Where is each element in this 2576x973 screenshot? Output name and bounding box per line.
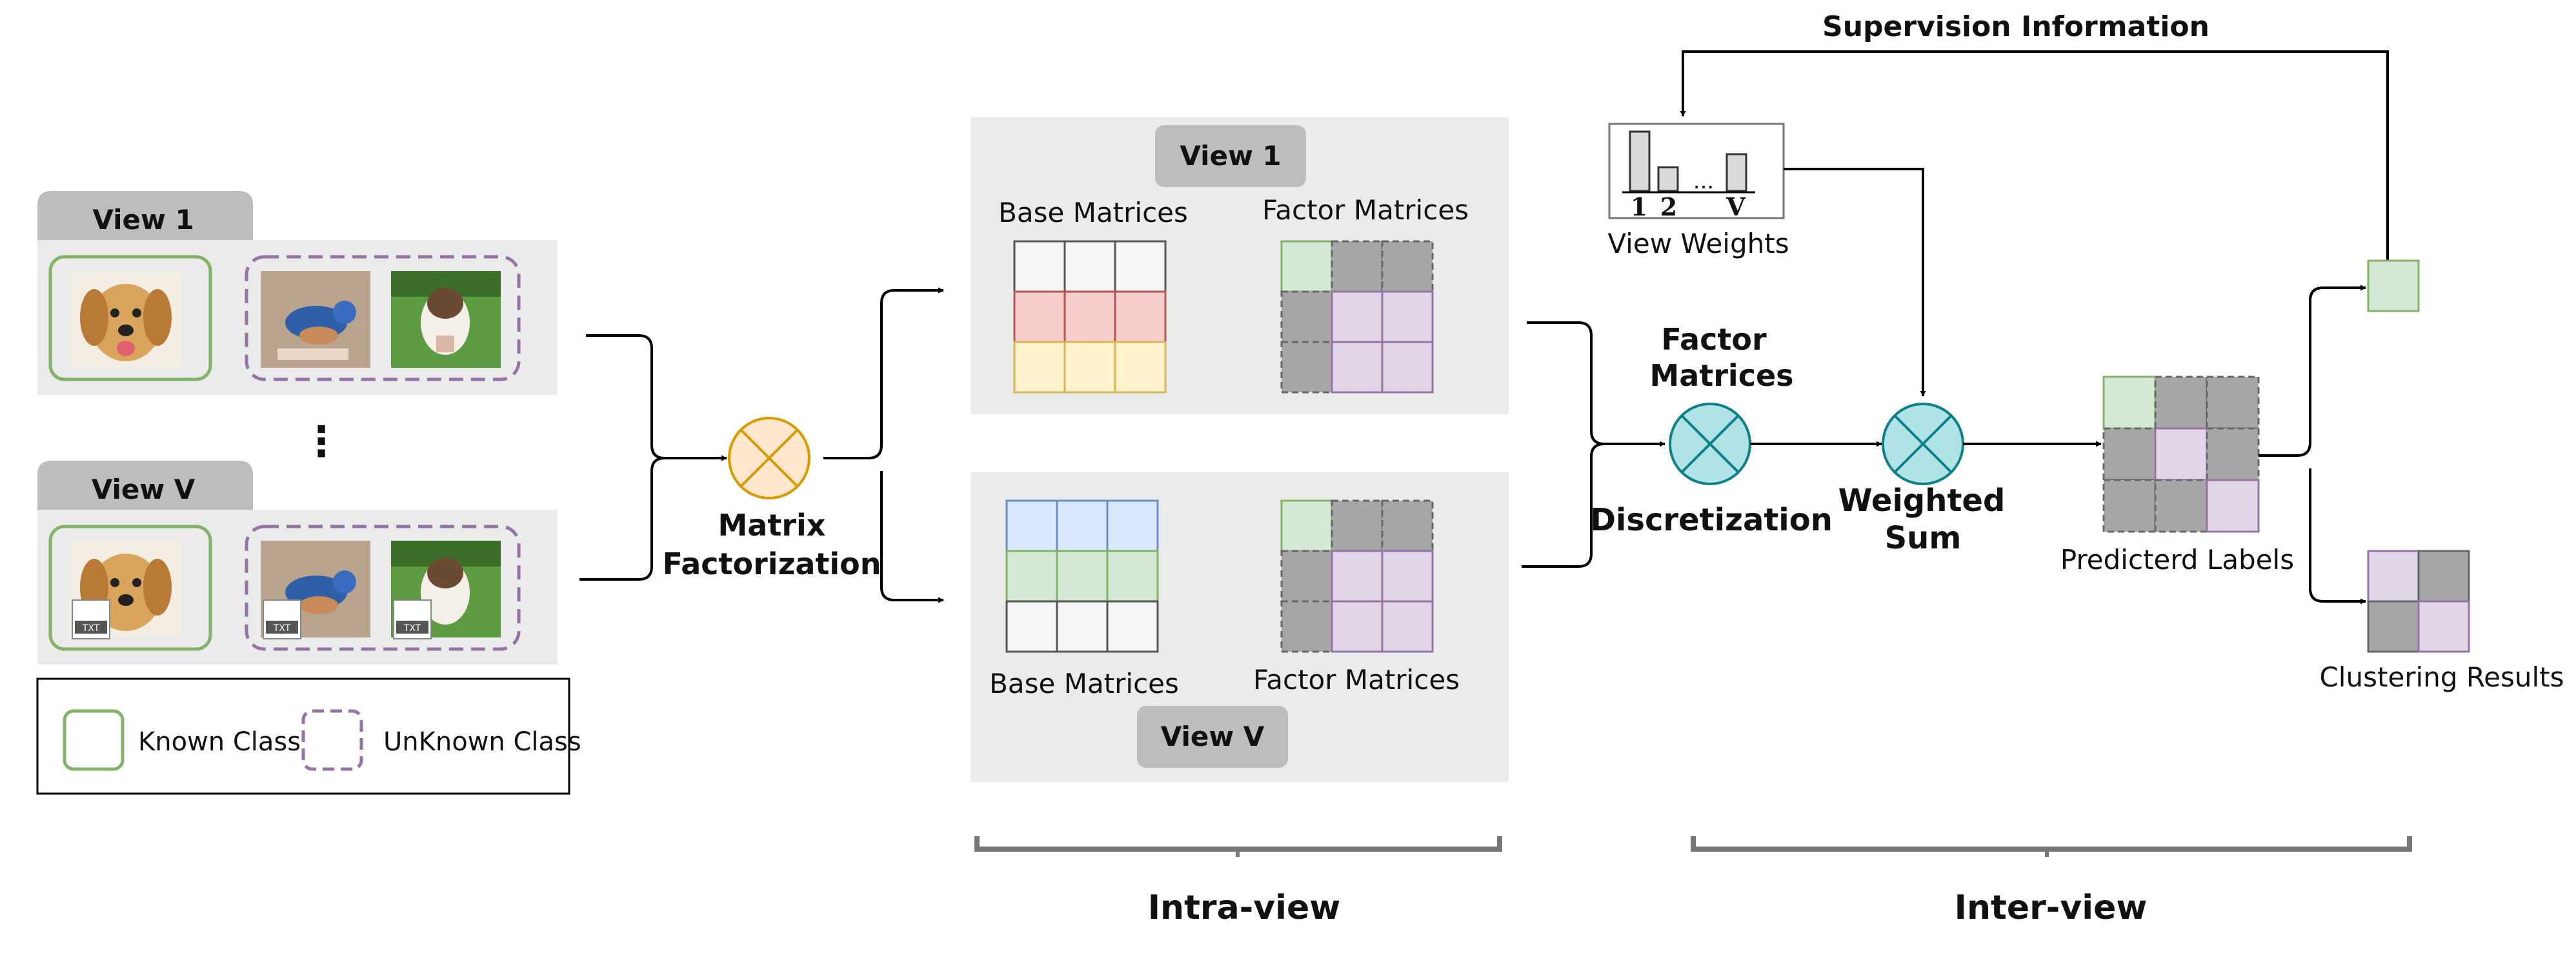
- bird-photo-icon: [261, 271, 370, 368]
- factor-matrices-label-2: Matrices: [1649, 358, 1793, 393]
- known-class-box: [48, 525, 212, 651]
- txt-badge: TXT: [273, 623, 291, 634]
- intra-view-bottom-factor-label: Factor Matrices: [1253, 664, 1460, 696]
- base-matrix: [1005, 499, 1159, 653]
- clustering-results-matrix: [2367, 550, 2470, 653]
- intra-view-bottom-base-label: Base Matrices: [989, 668, 1179, 699]
- input-connectors: [579, 334, 727, 581]
- view-v-tab: [37, 461, 253, 510]
- factor-matrix: [1280, 499, 1434, 653]
- discretization-connectors: [1522, 321, 1665, 568]
- intra-view-top-panel: View 1 Base Matrices Factor Matrices: [971, 117, 1509, 414]
- view-weight-bar-1: [1629, 130, 1651, 192]
- intra-view-top-base-label: Base Matrices: [998, 197, 1188, 228]
- views-ellipsis: ⋮: [301, 418, 342, 466]
- view-1-tab-label: View 1: [92, 204, 194, 236]
- intra-view-top-factor-label: Factor Matrices: [1262, 194, 1469, 226]
- txt-document-icon: TXT: [263, 599, 301, 639]
- intra-view-top-title: View 1: [1180, 140, 1281, 172]
- discretization-label: Discretization: [1590, 502, 1833, 538]
- view-weight-tick-2: 2: [1660, 192, 1677, 221]
- view-weight-bar-3: [1726, 153, 1747, 192]
- unknown-class-box: [245, 255, 521, 381]
- view-1-tab: [37, 191, 253, 240]
- intra-view-bottom-title: View V: [1161, 721, 1265, 752]
- view-1-input: View 1: [37, 191, 558, 395]
- intra-view-connectors: [823, 287, 944, 603]
- view-weights-label: View Weights: [1607, 228, 1789, 259]
- txt-document-icon: TXT: [393, 599, 432, 639]
- view-weights-bars: [1629, 130, 1747, 192]
- view-weight-tick-v: V: [1726, 192, 1746, 221]
- weighted-sum-operator: [1882, 403, 1964, 485]
- unknown-class-box: [245, 525, 521, 651]
- intra-view-bottom-title-box: [1137, 706, 1288, 768]
- intra-view-bracket: Intra-view: [974, 836, 1502, 927]
- txt-badge: TXT: [82, 623, 100, 634]
- intra-view-section-label: Intra-view: [1148, 888, 1341, 927]
- legend-known-label: Known Class: [138, 727, 301, 757]
- intra-view-top-title-box: [1155, 125, 1306, 187]
- weighted-sum-label-1: Weighted: [1838, 483, 2006, 519]
- weighted-sum-label-2: Sum: [1885, 520, 1962, 556]
- matrix-factorization-operator: Matrix Factorization: [662, 417, 881, 581]
- txt-badge: TXT: [403, 623, 421, 634]
- known-class-box: [48, 255, 212, 381]
- view-weight-tick-1: 1: [1631, 192, 1647, 221]
- arrow-weights-to-sum: [1784, 168, 1926, 397]
- cow-photo-icon: [391, 271, 501, 368]
- view-weight-dots: ...: [1693, 168, 1714, 194]
- view-weight-bar-2: [1657, 166, 1679, 192]
- view-v-tab-label: View V: [92, 474, 196, 505]
- txt-document-icon: TXT: [72, 599, 110, 639]
- dog-photo-icon: [70, 271, 182, 368]
- supervision-cell: [2367, 259, 2420, 312]
- factor-matrices-label-1: Factor: [1661, 322, 1767, 357]
- factor-matrix: [1280, 240, 1434, 394]
- supervision-arrow: [1680, 50, 2389, 261]
- input-views: View 1: [36, 191, 581, 795]
- supervision-label: Supervision Information: [1822, 10, 2209, 43]
- legend-unknown-label: UnKnown Class: [383, 727, 581, 757]
- bird-photo-icon: [261, 541, 370, 637]
- inter-view-bracket: Inter-view: [1691, 836, 2412, 927]
- predicted-labels-label: Predicterd Labels: [2060, 544, 2294, 576]
- base-matrix: [1013, 240, 1167, 394]
- inter-view-section-label: Inter-view: [1955, 888, 2148, 927]
- output-connectors: [2259, 285, 2366, 605]
- view-weights-chart: 1 2 ... V: [1608, 123, 1785, 221]
- clustering-results-label: Clustering Results: [2319, 661, 2564, 693]
- matrix-factorization-label-1: Matrix: [718, 508, 826, 543]
- discretization-operator: [1669, 403, 1751, 485]
- matrix-factorization-label-2: Factorization: [662, 547, 881, 581]
- intra-view-bottom-panel: Base Matrices Factor Matrices View V: [971, 472, 1509, 782]
- predicted-labels-matrix: [2102, 376, 2260, 533]
- legend-unknown-swatch: [301, 709, 363, 771]
- view-v-input: View V TXT: [37, 461, 558, 665]
- legend-known-swatch: [63, 709, 125, 771]
- legend: Known Class UnKnown Class: [36, 677, 581, 795]
